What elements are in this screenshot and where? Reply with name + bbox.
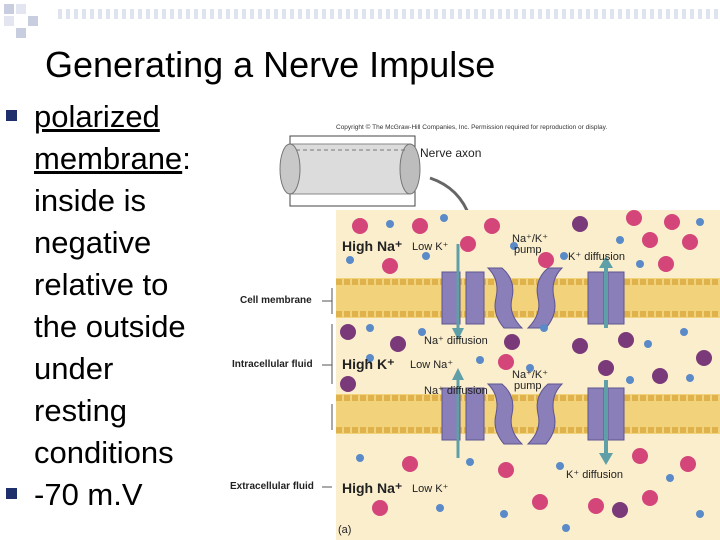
intracellular-fluid-label: Intracellular fluid <box>232 359 313 370</box>
bottom-low-k-label: Low K⁺ <box>412 482 448 495</box>
pump-label-lower-2: pump <box>514 380 542 392</box>
slide-title: Generating a Nerve Impulse <box>45 44 495 86</box>
bullet-line: inside is <box>34 183 146 218</box>
cell-membrane-upper <box>336 278 720 318</box>
bullet-line: relative to <box>34 267 168 302</box>
nerve-axon-label: Nerve axon <box>420 146 481 160</box>
bottom-high-na-label: High Na⁺ <box>342 480 402 497</box>
copyright-notice: Copyright © The McGraw-Hill Companies, I… <box>336 124 607 131</box>
bullet-line: the outside <box>34 309 186 344</box>
bullet-line: under <box>34 351 113 386</box>
bullet-heading: polarized membrane <box>34 99 182 176</box>
panel-label: (a) <box>338 524 351 536</box>
corner-decoration <box>0 0 60 40</box>
bullet-list: polarized membrane: inside is negative r… <box>6 96 236 516</box>
k-diffusion-lower-label: K⁺ diffusion <box>566 468 623 481</box>
cell-membrane-lower <box>336 394 720 434</box>
top-decor-bar <box>58 9 720 19</box>
membrane-figure: Copyright © The McGraw-Hill Companies, I… <box>230 118 720 540</box>
top-high-na-label: High Na⁺ <box>342 238 402 255</box>
pump-label-upper-2: pump <box>514 244 542 256</box>
bullet-square-icon <box>6 110 17 121</box>
mid-low-na-label: Low Na⁺ <box>410 358 453 371</box>
cell-membrane-label: Cell membrane <box>240 295 312 306</box>
bullet-line: negative <box>34 225 151 260</box>
na-diffusion-lower-label: Na⁺ diffusion <box>424 384 488 397</box>
extracellular-fluid-label: Extracellular fluid <box>230 481 314 492</box>
bullet-colon: : <box>182 141 191 176</box>
bullet-item-voltage: -70 m.V <box>6 474 236 516</box>
bullet-item-polarized: polarized membrane: inside is negative r… <box>6 96 236 474</box>
top-low-k-label: Low K⁺ <box>412 240 448 253</box>
na-diffusion-upper-label: Na⁺ diffusion <box>424 334 488 347</box>
bullet-line: resting <box>34 393 127 428</box>
k-diffusion-upper-label: K⁺ diffusion <box>568 250 625 263</box>
bullet-square-icon <box>6 488 17 499</box>
mid-high-k-label: High K⁺ <box>342 356 395 373</box>
bullet-voltage-text: -70 m.V <box>34 477 143 512</box>
membrane-diagram <box>230 118 720 540</box>
bullet-line: conditions <box>34 435 174 470</box>
